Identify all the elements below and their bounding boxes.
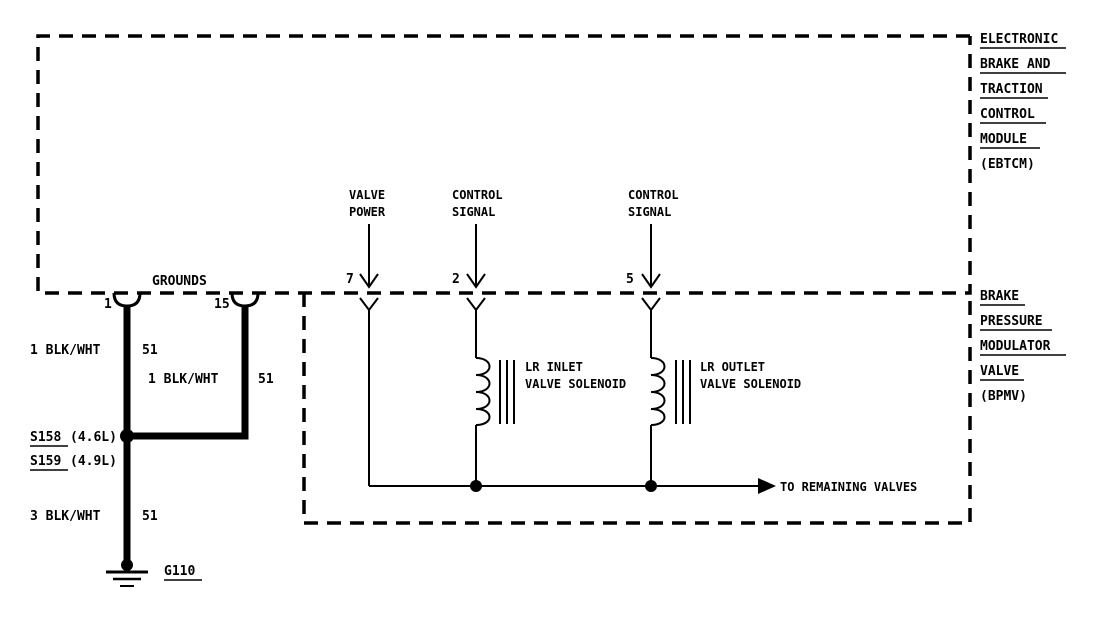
ground-symbol [106,559,148,587]
splice-s158-id: S158 [30,430,61,445]
bpmv-label-line-2: PRESSURE [980,314,1043,329]
control-inlet-circuit [466,224,486,486]
junction-dot-inlet [470,480,482,492]
lr-outlet-solenoid-coil [650,357,691,426]
splice-s158: S158 (4.6L) [30,430,117,447]
remaining-valves-label: TO REMAINING VALVES [780,480,917,494]
grounds-label: GROUNDS [152,274,207,289]
wire-pin-1-circuit: 51 [142,343,158,358]
splice-s159-id: S159 [30,454,61,469]
splice-s159-note: (4.9L) [70,454,117,469]
ebtcm-label-line-1: ELECTRONIC [980,32,1058,47]
lr-outlet-solenoid-label-2: VALVE SOLENOID [700,377,801,391]
wire-ground-label: 3 BLK/WHT [30,509,101,524]
valve-power-label-2: POWER [349,205,386,219]
control-inlet-label-2: SIGNAL [452,205,495,219]
bpmv-label-line-3: MODULATOR [980,339,1051,354]
wire-pin-15-circuit: 51 [258,372,274,387]
pin-1-connector [112,292,142,308]
pin-15-connector [230,292,260,308]
lr-inlet-solenoid-label-1: LR INLET [525,360,583,374]
ground-g110: G110 [164,564,202,581]
ebtcm-label-line-4: CONTROL [980,107,1035,122]
pin-5-label: 5 [626,272,634,287]
valve-bus [369,478,776,494]
ebtcm-label-line-2: BRAKE AND [980,57,1051,72]
ebtcm-label-line-3: TRACTION [980,82,1043,97]
lr-inlet-solenoid-label-2: VALVE SOLENOID [525,377,626,391]
control-outlet-label-2: SIGNAL [628,205,671,219]
bpmv-label: BRAKE PRESSURE MODULATOR VALVE (BPMV) [980,289,1066,404]
valve-power-label-1: VALVE [349,188,385,202]
control-outlet-circuit [641,224,661,486]
bpmv-module-boundary [302,293,972,525]
bpmv-label-line-4: VALVE [980,364,1019,379]
wire-ground-circuit: 51 [142,509,158,524]
wire-pin-15 [131,306,249,440]
lr-outlet-solenoid-label-1: LR OUTLET [700,360,765,374]
pin-1-label: 1 [104,297,112,312]
junction-dot-outlet [645,480,657,492]
arrow-right-icon [758,478,776,494]
lr-inlet-solenoid-coil [475,357,515,426]
splice-s158-note: (4.6L) [70,430,117,445]
control-outlet-label-1: CONTROL [628,188,679,202]
pin-15-label: 15 [214,297,230,312]
pin-2-label: 2 [452,272,460,287]
ebtcm-label-line-5: MODULE [980,132,1027,147]
splice-s159: S159 (4.9L) [30,454,117,471]
splice-dot [120,429,134,443]
ebtcm-label: ELECTRONIC BRAKE AND TRACTION CONTROL MO… [980,32,1066,172]
ebtcm-module-boundary [36,34,972,295]
bpmv-label-line-1: BRAKE [980,289,1019,304]
control-inlet-label-1: CONTROL [452,188,503,202]
ebtcm-label-line-6: (EBTCM) [980,157,1035,172]
pin-7-label: 7 [346,272,354,287]
wire-pin-15-label: 1 BLK/WHT [148,372,219,387]
bpmv-label-line-5: (BPMV) [980,389,1027,404]
wire-pin-1-label: 1 BLK/WHT [30,343,101,358]
ground-g110-id: G110 [164,564,195,579]
valve-power-circuit [359,224,379,486]
